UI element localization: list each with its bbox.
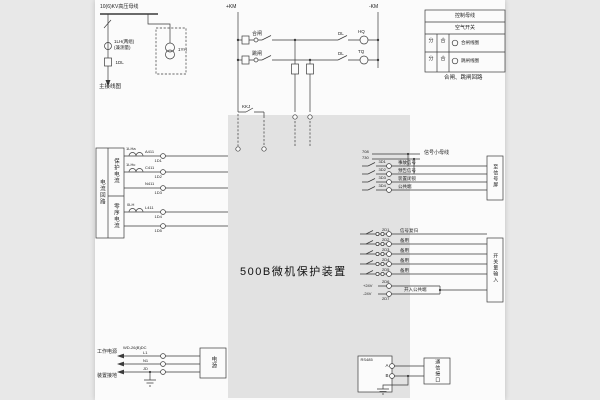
spare-label-2: 备用 <box>400 247 409 253</box>
legend-air-switch: 空气开关 <box>455 24 476 31</box>
comm-terminal-b: B <box>385 373 389 378</box>
legend-open-1: 分 <box>428 38 434 44</box>
signal-circuit-lines <box>362 152 504 201</box>
signal-dest-label: 至信号屏 <box>492 164 499 188</box>
common-terminal-label: 公共端 <box>398 184 412 189</box>
ct-c-label: 1LHc <box>126 161 136 167</box>
hv-busbar-label: 10(6)KV高压母线 <box>100 4 139 10</box>
warning-signal-label: 预告信号 <box>398 168 416 173</box>
signal-busbar-label: 信号小母线 <box>424 149 450 156</box>
close-coil-label: HQ <box>358 28 365 34</box>
accident-signal-label: 事故信号 <box>398 160 416 165</box>
current-circuit-lines <box>95 147 228 239</box>
signal-bus-730: 730 <box>362 155 369 160</box>
power-wire-jd: JD <box>143 365 148 371</box>
protection-device-area <box>228 115 410 398</box>
trip-coil-label: TQ <box>358 48 365 54</box>
signal-bus-708: 708 <box>362 148 369 154</box>
terminal-3d3: 3D3 <box>378 175 386 180</box>
close-label: 合闸 <box>252 30 263 37</box>
terminal-2d3: 2D3 <box>382 246 390 252</box>
wire-a411-label: A411 <box>145 148 155 154</box>
terminal-2d7: 2D7 <box>382 295 390 301</box>
terminal-2d6: 2D6 <box>382 278 390 284</box>
positive-bus-label: +KM <box>226 4 237 10</box>
current-group-label: 电流回路 <box>98 179 105 205</box>
power-wire-n1: N1 <box>143 357 149 363</box>
terminal-1d3: 1D3 <box>154 190 162 195</box>
wire-n411-label: N411 <box>145 180 155 186</box>
terminal-3d4: 3D4 <box>378 183 386 188</box>
working-power-label: 工作电源 <box>97 348 118 355</box>
terminal-3d1: 3D1 <box>378 159 386 164</box>
zero-seq-current-label: 零序电流 <box>112 203 119 229</box>
switch-input-lines <box>360 230 504 303</box>
power-supply-lines <box>117 347 227 387</box>
switch-input-dest-label: 开关量输入 <box>492 253 499 283</box>
plus-24v-label: +24V <box>363 282 373 288</box>
communication-lines <box>357 355 451 395</box>
main-wiring-caption: 主接线图 <box>99 84 122 90</box>
rs485-port-label: RS485 <box>360 356 373 362</box>
spare-label-4: 备用 <box>400 267 409 273</box>
legend-table-lines <box>424 9 506 73</box>
dl-contact-label-2: DL <box>338 50 344 56</box>
device-ground-label: 装置接地 <box>97 372 118 379</box>
terminal-2d4: 2D4 <box>382 256 390 262</box>
minus-24v-label: -24V <box>363 290 372 296</box>
terminal-3d2: 3D2 <box>378 167 386 172</box>
terminal-1d5: 1D5 <box>154 228 162 233</box>
spare-label-3: 备用 <box>400 257 409 263</box>
trip-label: 跳闸 <box>252 50 263 57</box>
wire-c411-label: C411 <box>145 164 155 170</box>
dl-contact-label-1: DL <box>338 30 344 36</box>
terminal-2d2: 2D2 <box>382 236 390 242</box>
ct-note-label: (兼测量) <box>114 44 131 50</box>
wire-l411-label: L411 <box>145 204 154 210</box>
negative-bus-label: -KM <box>369 4 379 10</box>
legend-open-2: 分 <box>428 56 434 62</box>
legend-close-2: 合 <box>440 56 446 62</box>
legend-header: 控制母线 <box>455 12 476 19</box>
terminal-1d1: 1D1 <box>154 158 162 163</box>
spare-label-1: 备用 <box>400 237 409 243</box>
ct-zero-label: 0LH <box>127 201 135 207</box>
legend-coil-2: 跳闸线圈 <box>461 58 479 63</box>
terminal-1d4: 1D4 <box>154 214 162 219</box>
pt-label: 1YH <box>178 47 187 52</box>
protection-current-label: 保护电流 <box>112 158 119 184</box>
input-common-label: 开入公共端 <box>404 287 427 293</box>
legend-coil-1: 合闸线圈 <box>461 40 479 45</box>
legend-close-1: 合 <box>440 38 446 44</box>
terminal-2d1: 2D1 <box>382 226 390 232</box>
power-box-label: 电源 <box>210 356 217 369</box>
control-circuit-lines <box>235 12 380 152</box>
main-wiring-lines <box>100 13 187 86</box>
comm-interface-label: 通信接口 <box>434 359 441 383</box>
breaker-label: 1DL <box>115 60 124 65</box>
device-blocked-label: 装置闭锁 <box>398 176 416 181</box>
device-title: 500B微机保护装置 <box>240 266 347 278</box>
power-wire-l1: L1 <box>143 349 148 355</box>
legend-caption: 合闸、跳闸回路 <box>444 75 483 81</box>
ct-a-label: 1LHa <box>126 145 136 151</box>
kkj-relay-label: KKJ <box>242 103 251 109</box>
signal-reset-label: 信号复归 <box>400 227 418 233</box>
power-model-label: WD-26(B)DC <box>123 345 147 350</box>
comm-terminal-a: A <box>385 363 389 368</box>
terminal-1d2: 1D2 <box>154 174 162 179</box>
ct-label: 1LH(两组) <box>114 38 135 44</box>
terminal-2d5: 2D5 <box>382 266 390 272</box>
